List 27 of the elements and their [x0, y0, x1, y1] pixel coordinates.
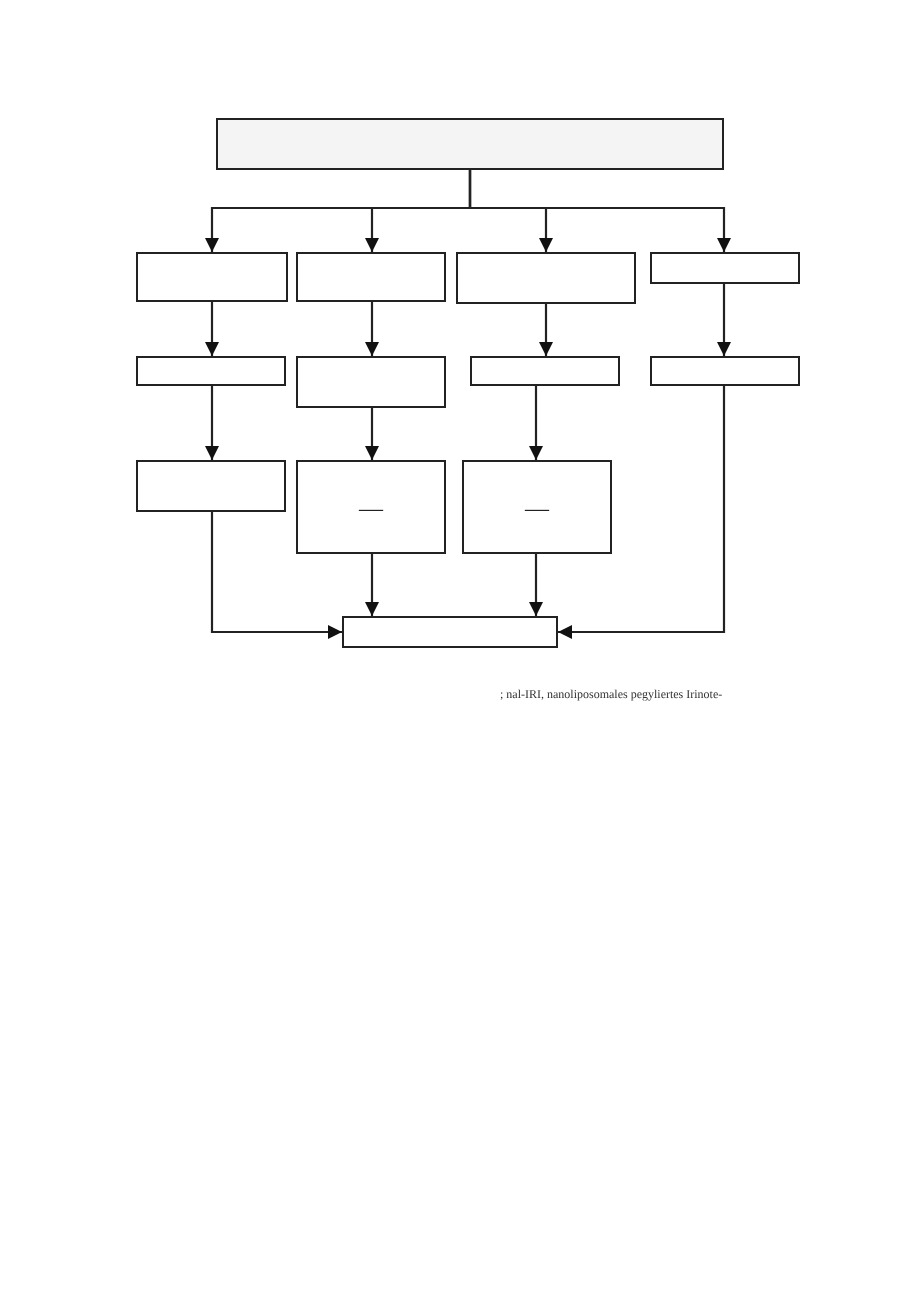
text-box — [296, 460, 446, 554]
empty-box — [216, 118, 724, 170]
arrow — [468, 170, 731, 252]
empty-box — [136, 252, 288, 302]
empty-box — [136, 460, 286, 512]
arrow — [558, 386, 726, 639]
arrow — [365, 408, 379, 460]
arrow — [365, 302, 379, 356]
arrow — [210, 512, 342, 639]
empty-box — [136, 356, 286, 386]
arrow — [717, 284, 731, 356]
arrow — [365, 554, 379, 616]
dash-text: — — [359, 495, 383, 519]
empty-box — [296, 356, 446, 408]
empty-box — [456, 252, 636, 304]
arrow — [529, 386, 543, 460]
empty-box — [650, 356, 800, 386]
empty-box — [342, 616, 558, 648]
arrow — [539, 304, 553, 356]
arrow — [529, 554, 543, 616]
empty-box — [650, 252, 800, 284]
empty-box — [470, 356, 620, 386]
arrow — [205, 302, 219, 356]
text-box — [462, 460, 612, 554]
dash-text: — — [525, 495, 549, 519]
empty-box — [296, 252, 446, 302]
arrow — [205, 386, 219, 460]
